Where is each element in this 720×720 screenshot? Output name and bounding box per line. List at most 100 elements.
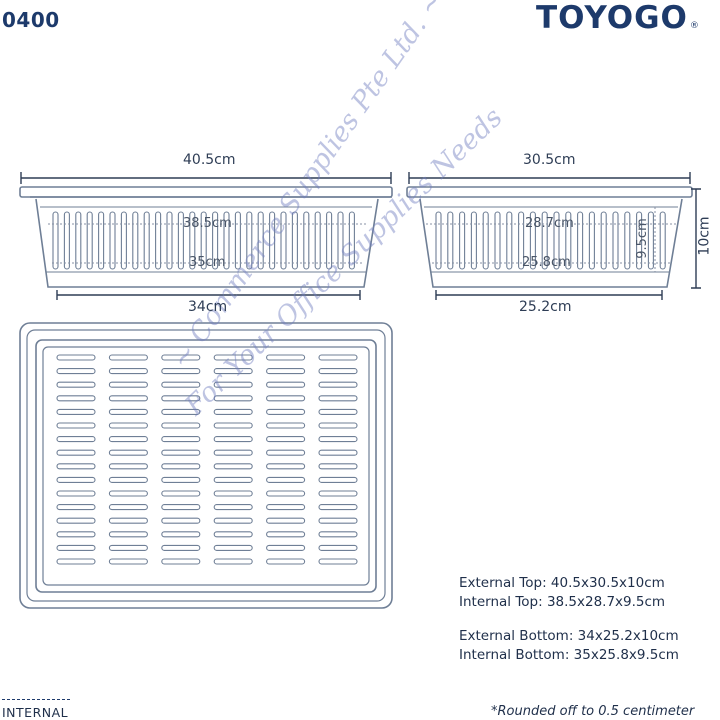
top-slot	[266, 490, 306, 497]
registered-mark: ®	[689, 21, 700, 31]
top-slot	[318, 517, 358, 524]
label-end-width-top: 30.5cm	[523, 152, 576, 168]
top-slot	[318, 422, 358, 429]
top-view-outer-rim	[19, 322, 393, 609]
side-view-body	[35, 198, 379, 288]
top-slot	[56, 368, 96, 375]
top-slot	[266, 531, 306, 538]
top-slot	[108, 354, 148, 361]
end-slot	[565, 211, 572, 270]
top-slot	[213, 381, 253, 388]
top-slot	[318, 368, 358, 375]
top-slot	[56, 436, 96, 443]
top-slot	[318, 531, 358, 538]
spec-external-bottom: External Bottom: 34x25.2x10cm	[459, 628, 679, 644]
top-slot	[266, 368, 306, 375]
top-slot	[108, 408, 148, 415]
top-slot	[56, 531, 96, 538]
side-slot	[132, 211, 139, 270]
dim-line-side-bottom	[56, 290, 361, 300]
top-slot	[318, 544, 358, 551]
top-slot	[318, 504, 358, 511]
top-slot	[266, 422, 306, 429]
end-slot	[624, 211, 631, 270]
top-slot	[213, 408, 253, 415]
top-slot	[161, 463, 201, 470]
top-slot	[318, 558, 358, 565]
top-slot	[56, 517, 96, 524]
top-slot	[266, 517, 306, 524]
internal-label: INTERNAL	[2, 705, 69, 720]
top-slot	[161, 395, 201, 402]
end-view-rim	[406, 186, 693, 198]
top-slot	[56, 422, 96, 429]
top-slot	[213, 395, 253, 402]
top-slot	[161, 436, 201, 443]
top-slot	[56, 463, 96, 470]
top-slot	[266, 463, 306, 470]
side-slot	[143, 211, 150, 270]
side-view-rim	[19, 186, 393, 198]
side-slot	[257, 211, 264, 270]
end-slot	[612, 211, 619, 270]
dim-line-end-top	[408, 172, 691, 184]
side-slot	[177, 211, 184, 270]
top-slot	[161, 354, 201, 361]
top-slot	[266, 354, 306, 361]
top-slot	[108, 558, 148, 565]
rounding-note: *Rounded off to 0.5 centimeter	[491, 704, 695, 719]
internal-divider	[2, 699, 70, 700]
top-slot	[266, 504, 306, 511]
top-slot	[318, 463, 358, 470]
side-slot	[269, 211, 276, 270]
end-slot	[659, 211, 666, 270]
side-view	[19, 186, 393, 288]
spec-list: External Top: 40.5x30.5x10cm Internal To…	[459, 574, 679, 665]
top-slot	[108, 368, 148, 375]
top-slot	[213, 517, 253, 524]
end-slot	[541, 211, 548, 270]
spec-internal-top: Internal Top: 38.5x28.7x9.5cm	[459, 594, 666, 610]
top-view-slots	[56, 354, 358, 565]
top-slot	[266, 476, 306, 483]
side-slot	[98, 211, 105, 270]
side-slot	[280, 211, 287, 270]
top-slot	[161, 531, 201, 538]
top-slot	[213, 449, 253, 456]
top-slot	[213, 436, 253, 443]
end-slot	[447, 211, 454, 270]
top-slot	[318, 436, 358, 443]
top-slot	[108, 490, 148, 497]
top-slot	[318, 408, 358, 415]
top-slot	[161, 381, 201, 388]
top-slot	[161, 558, 201, 565]
end-slot	[470, 211, 477, 270]
top-slot	[213, 422, 253, 429]
top-slot	[161, 490, 201, 497]
top-slot	[213, 463, 253, 470]
top-slot	[56, 504, 96, 511]
side-slot	[109, 211, 116, 270]
end-slot	[435, 211, 442, 270]
top-slot	[108, 381, 148, 388]
top-slot	[108, 476, 148, 483]
end-slot	[647, 211, 654, 270]
top-slot	[266, 381, 306, 388]
top-slot	[56, 558, 96, 565]
label-end-inner-top: 28.7cm	[525, 216, 574, 231]
top-slot	[161, 449, 201, 456]
end-slot	[506, 211, 513, 270]
spec-internal-bottom: Internal Bottom: 35x25.8x9.5cm	[459, 647, 679, 663]
side-slot	[120, 211, 127, 270]
top-slot	[161, 504, 201, 511]
brand-logo: TOYOGO®	[536, 0, 700, 36]
top-slot	[266, 395, 306, 402]
top-slot	[213, 558, 253, 565]
side-slot	[234, 211, 241, 270]
side-slot	[200, 211, 207, 270]
top-view	[19, 322, 393, 609]
side-slot	[223, 211, 230, 270]
top-slot	[56, 544, 96, 551]
end-slot	[636, 211, 643, 270]
spec-external-top: External Top: 40.5x30.5x10cm	[459, 575, 665, 591]
